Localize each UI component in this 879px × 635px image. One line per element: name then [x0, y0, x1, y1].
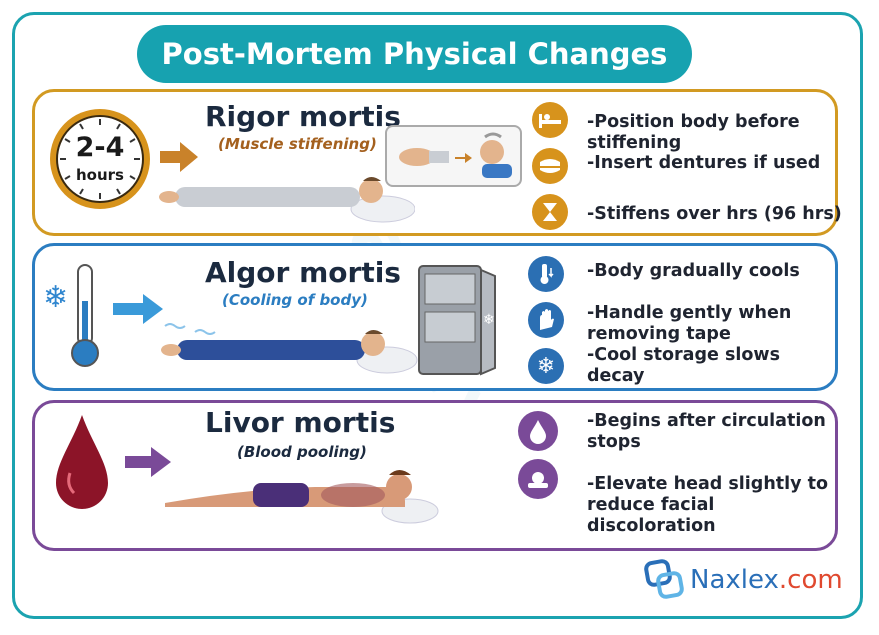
body-cooling-illustration	[161, 323, 418, 374]
body-pooling-illustration	[165, 470, 439, 524]
arrow-right-icon	[125, 447, 171, 477]
gentle-hand-icon	[528, 302, 564, 338]
blood-drop-image	[56, 415, 108, 509]
blood-drop-icon	[518, 411, 558, 451]
section-livor-mortis: Livor mortis (Blood pooling) -Begins aft…	[32, 400, 838, 551]
clock-time: 2-4	[75, 132, 125, 163]
dentures-icon	[532, 148, 568, 184]
page-title: Post-Mortem Physical Changes	[161, 37, 668, 71]
outer-frame	[12, 12, 863, 619]
cold-storage-icon: ❄	[418, 265, 496, 376]
head-on-pillow-icon	[518, 459, 558, 499]
tip-text: -Cool storage slows decay	[587, 345, 780, 386]
section-title: Livor mortis	[205, 406, 396, 439]
body-stiff-illustration	[159, 177, 415, 223]
naxlex-logo-text[interactable]: Naxlex.com	[690, 565, 843, 595]
section-title: Rigor mortis	[205, 100, 401, 133]
tip-text: -Body gradually cools	[587, 261, 800, 281]
snowflake-icon: ❄	[528, 348, 564, 384]
tip-text: -Handle gently when removing tape	[587, 303, 792, 344]
tip-text: -Elevate head slightly to reduce facial …	[587, 474, 829, 536]
arrow-right-icon	[113, 294, 163, 324]
section-subtitle: (Muscle stiffening)	[218, 135, 377, 153]
section-algor-mortis: ❄ Algor mortis (Cooling of body) ❄ -Body…	[32, 243, 838, 391]
svg-text:❄: ❄	[483, 312, 495, 328]
bed-position-icon	[532, 102, 568, 138]
section-subtitle: (Blood pooling)	[237, 443, 367, 461]
tip-text: -Stiffens over hrs (96 hrs)	[587, 204, 842, 224]
tip-text: -Position body before stiffening	[587, 112, 800, 153]
thermometer-down-icon	[528, 256, 564, 292]
clock-unit: hours	[76, 166, 124, 184]
snowflake-icon: ❄	[43, 280, 69, 315]
clock-icon	[50, 109, 150, 209]
section-rigor-mortis: 2-4 hours Rigor mortis (Muscle stiffenin…	[32, 89, 842, 236]
page-title-pill: Post-Mortem Physical Changes	[137, 25, 692, 83]
tip-text: -Begins after circulation stops	[587, 411, 826, 452]
section-title: Algor mortis	[205, 256, 401, 289]
section-subtitle: (Cooling of body)	[222, 291, 368, 309]
hourglass-icon	[532, 194, 568, 230]
dentures-inset-image	[385, 125, 522, 187]
naxlex-logo-icon	[644, 559, 684, 599]
thermometer-icon	[71, 264, 99, 367]
arrow-right-icon	[160, 142, 198, 172]
tip-text: -Insert dentures if used	[587, 153, 821, 173]
